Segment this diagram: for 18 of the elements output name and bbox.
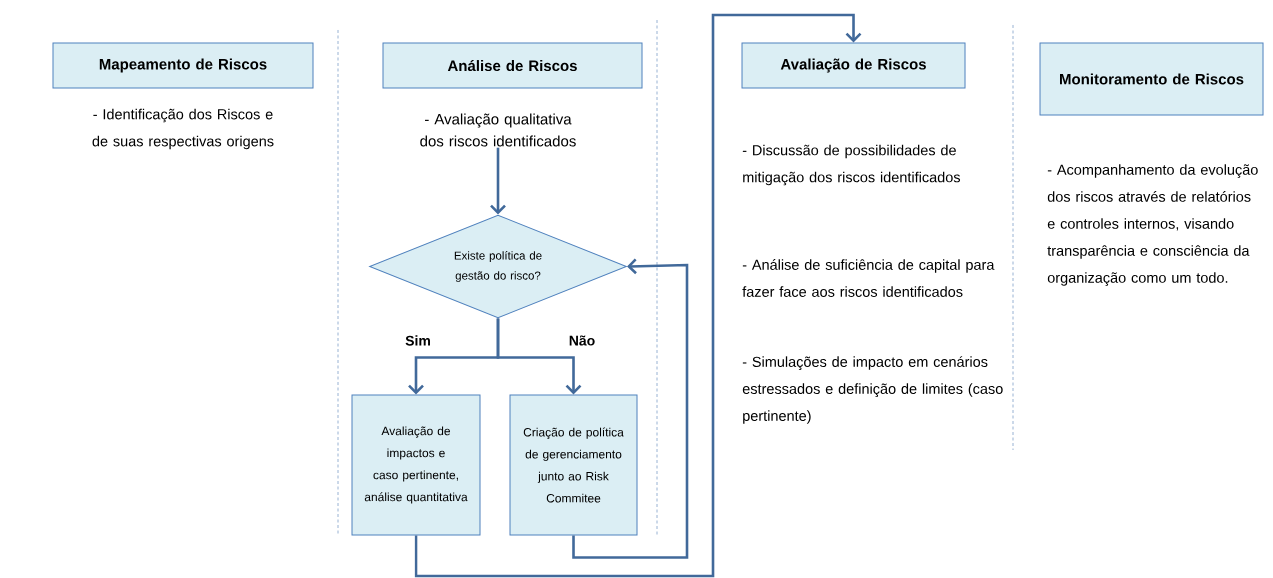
description-text: - Análise de suficiência de capital para fazer face aos riscos identificados xyxy=(742,259,995,297)
arrow xyxy=(414,13,862,578)
edge-label: Não xyxy=(569,335,595,346)
header-box: Monitoramento de Riscos xyxy=(1039,42,1264,116)
description-text: - Acompanhamento da evolução dos riscos através de relatórios e controles internos, visando transparência e consciência da organização como um todo. xyxy=(1047,164,1258,286)
process-box: Criação de política de gerenciamento junto ao Risk Commitee xyxy=(509,394,638,536)
edge-label: Sim xyxy=(405,335,430,346)
description-text: - Avaliação qualitativa dos riscos identificados xyxy=(420,113,576,147)
arrow xyxy=(572,258,689,559)
header-box: Mapeamento de Riscos xyxy=(52,42,314,89)
header-box: Análise de Riscos xyxy=(382,42,643,89)
arrow xyxy=(496,318,582,395)
description-text: - Discussão de possibilidades de mitigação dos riscos identificados xyxy=(742,144,961,186)
description-text: - Simulações de impacto em cenários estressados e definição de limites (caso pertinente) xyxy=(742,356,1003,424)
description-text: - Identificação dos Riscos e de suas respectivas origens xyxy=(92,108,274,150)
arrow xyxy=(490,147,506,215)
process-box: Avaliação de impactos e caso pertinente, análise quantitativa xyxy=(351,394,481,536)
header-box: Avaliação de Riscos xyxy=(741,42,966,89)
